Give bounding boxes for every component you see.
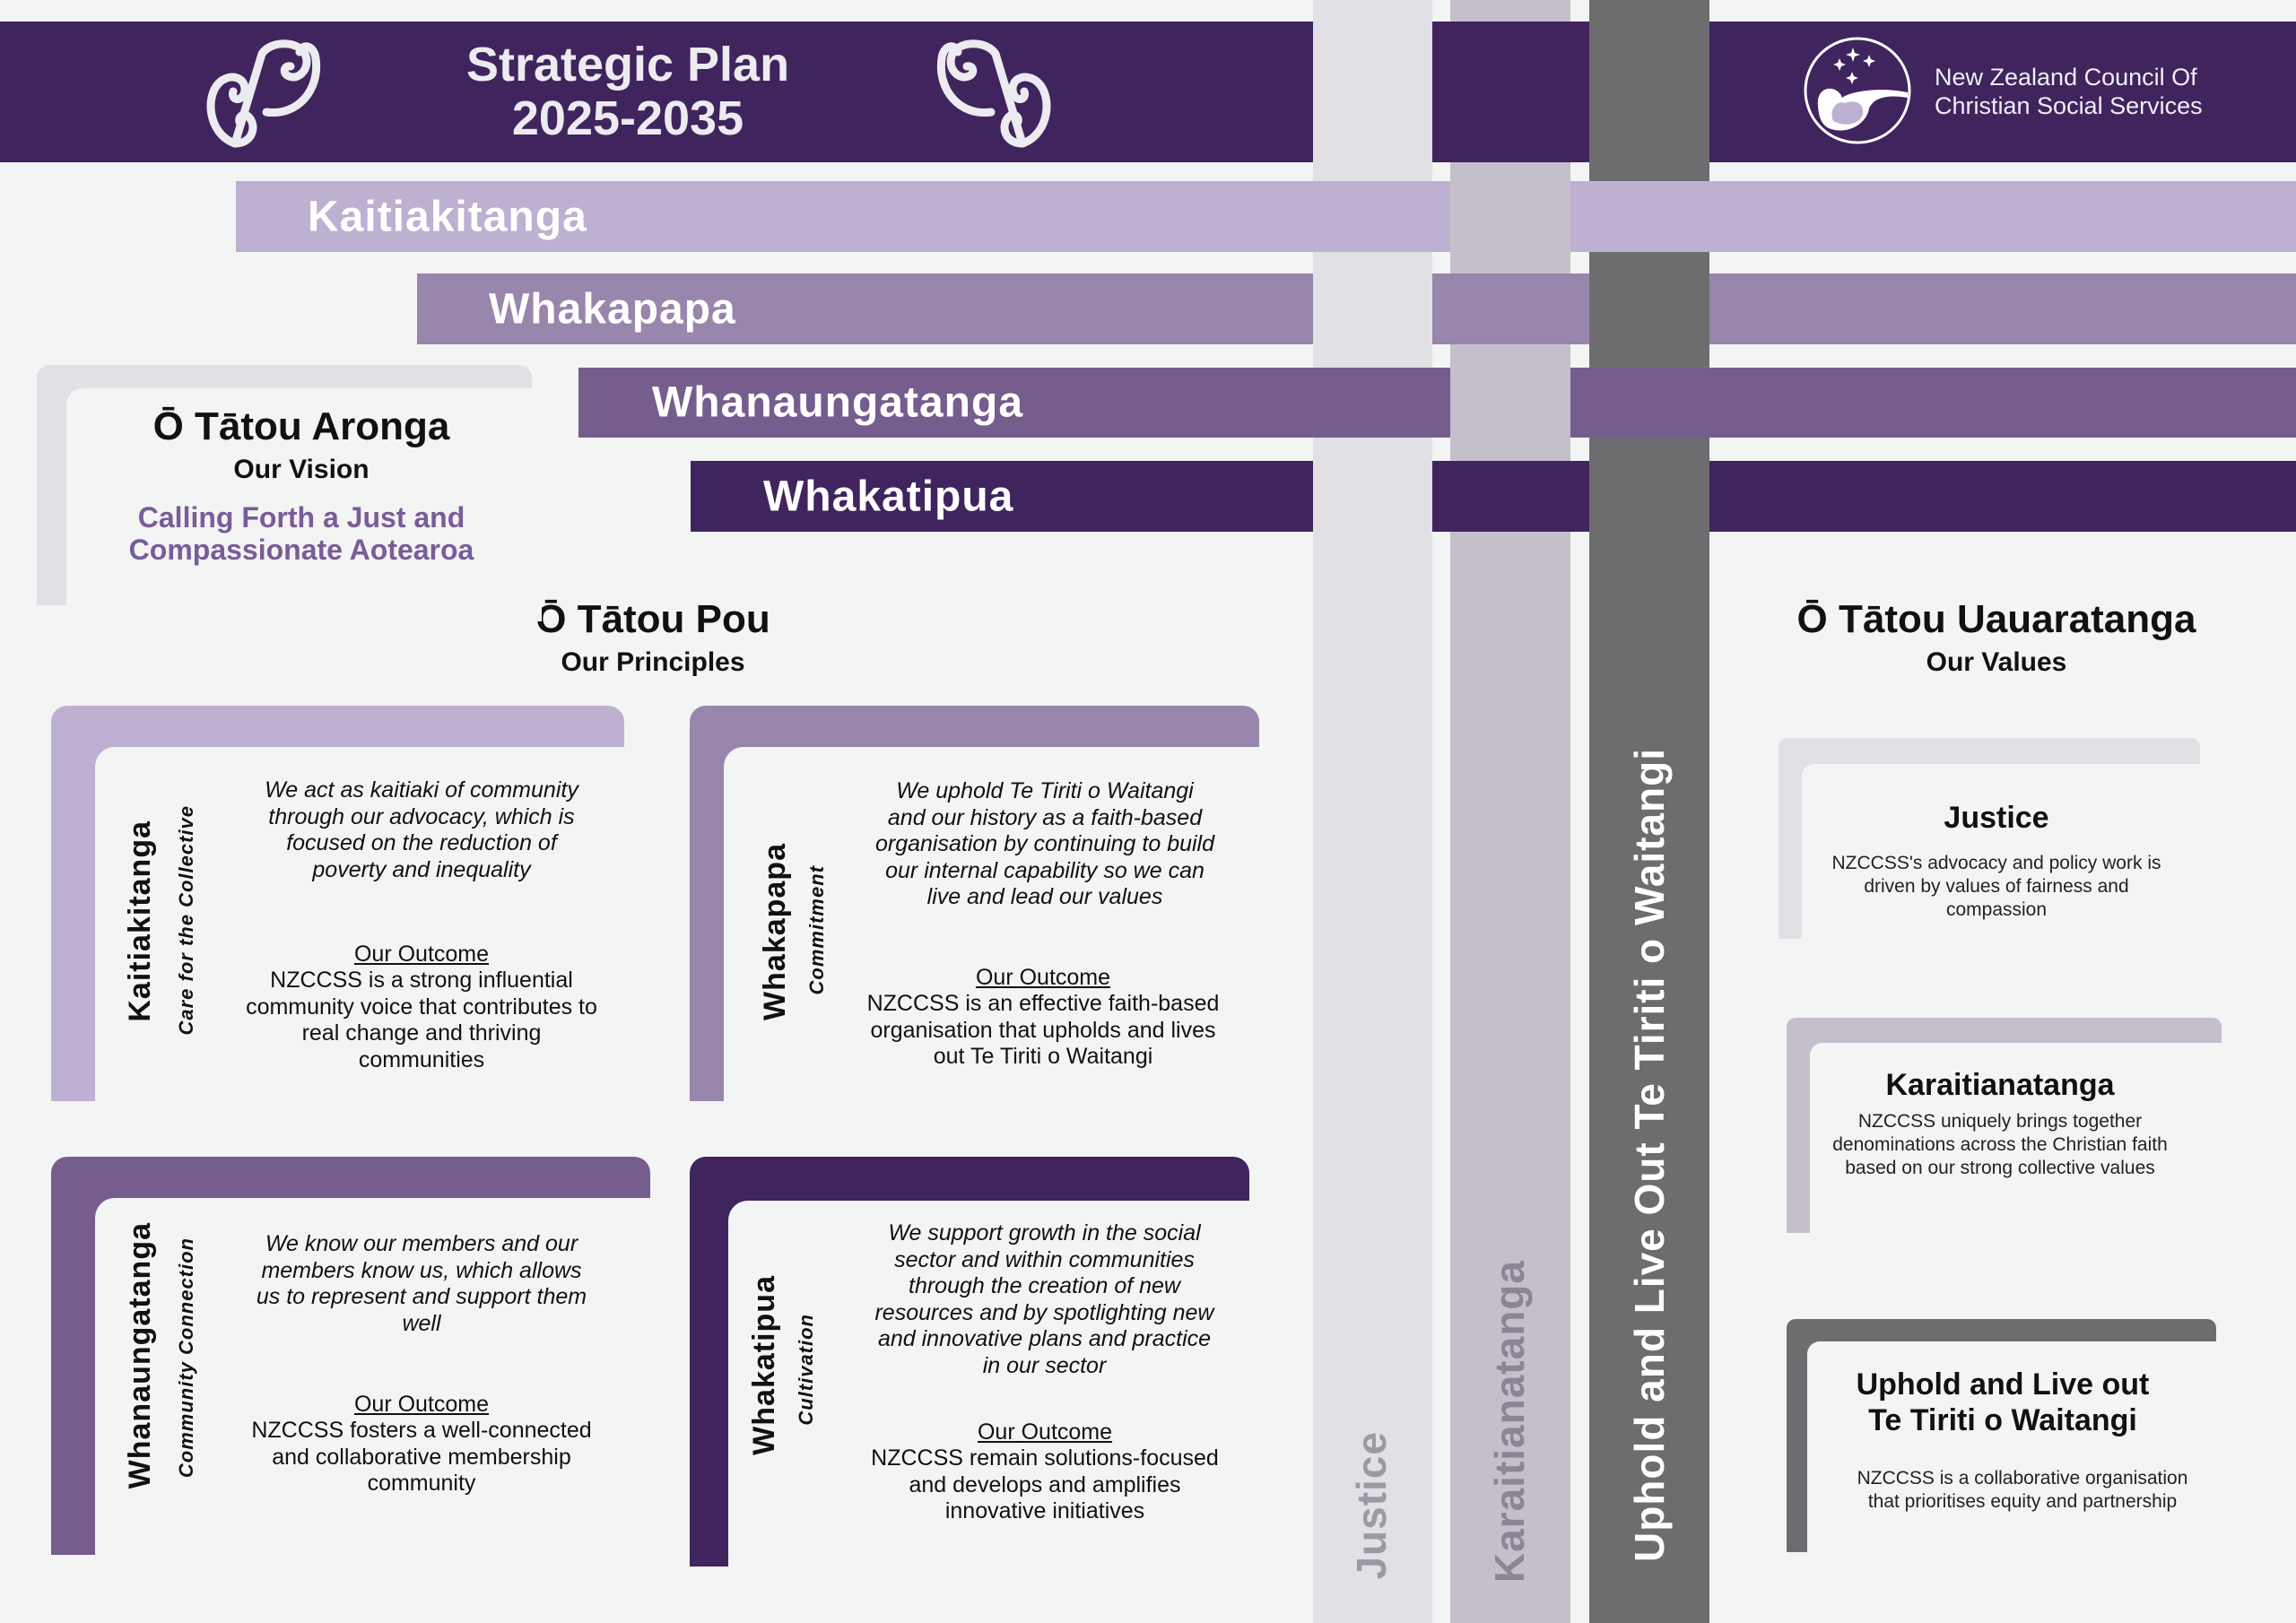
band-kaitiakitanga: Kaitiakitanga: [236, 181, 2296, 252]
principle-outcome: NZCCSS remain solutions-focused and deve…: [871, 1445, 1219, 1523]
principle-description: We uphold Te Tiriti o Waitangi and our h…: [874, 778, 1215, 909]
header-band: [0, 22, 2296, 162]
principles-title: Ō Tātou Pou: [535, 597, 770, 641]
principle-card-body: [728, 1201, 1266, 1586]
principle-card-body: [95, 747, 633, 1115]
principle-card-body: [95, 1198, 660, 1575]
koru-ornament-icon: [924, 27, 1058, 152]
principle-outcome: NZCCSS is a strong influential community…: [246, 968, 597, 1072]
column-karaitianatanga: [1450, 0, 1570, 1623]
outcome-label: Our Outcome: [353, 942, 490, 967]
koru-ornament-icon: [199, 27, 334, 152]
column-label-karaitianatanga: Karaitianatanga: [1486, 1259, 1533, 1583]
values-subtitle: Our Values: [1926, 647, 2067, 677]
value-text: NZCCSS uniquely brings together denomina…: [1832, 1111, 2168, 1178]
column-uphold: [1589, 0, 1709, 1623]
principle-name: Kaitiakitanga: [123, 820, 157, 1022]
value-card-body: [1810, 1043, 2240, 1249]
principle-description: We support growth in the social sector a…: [874, 1220, 1214, 1378]
principle-card-body: [724, 747, 1262, 1115]
principle-tagline: Community Connection: [175, 1237, 197, 1479]
weave-overlap: [1589, 461, 1709, 532]
principle-outcome: NZCCSS is an effective faith-based organ…: [866, 991, 1220, 1069]
weave-overlap: [1313, 461, 1432, 532]
principle-tagline: Care for the Collective: [175, 805, 197, 1036]
value-title-line: Uphold and Live out: [1856, 1367, 2150, 1402]
principle-description: We act as kaitiaki of community through …: [265, 777, 578, 882]
band-label: Whakatipua: [763, 473, 1014, 520]
value-card-body: [1807, 1341, 2229, 1566]
principle-tagline: Commitment: [805, 865, 828, 995]
principle-name: Whakatipua: [747, 1275, 781, 1455]
weave-overlap: [1589, 273, 1709, 344]
principles-subtitle: Our Principles: [561, 647, 745, 677]
outcome-label: Our Outcome: [975, 965, 1111, 990]
value-title: Karaitianatanga: [1885, 1068, 2115, 1102]
nzccss-logo: [1802, 35, 1913, 146]
band-whakatipua: Whakatipua: [691, 461, 2296, 532]
band-label: Kaitiakitanga: [308, 193, 587, 240]
value-title: Justice: [1944, 801, 2049, 835]
band-label: Whakapapa: [489, 285, 736, 333]
value-text: NZCCSS's advocacy and policy work is dri…: [1831, 853, 2161, 920]
principle-outcome: NZCCSS fosters a well-connected and coll…: [251, 1418, 592, 1496]
page-title: Strategic Plan 2025-2035: [404, 38, 852, 145]
weave-overlap: [1589, 22, 1709, 162]
band-whanaungatanga: Whanaungatanga: [578, 368, 2296, 438]
band-label: Whanaungatanga: [652, 378, 1024, 427]
value-title: Uphold and Live out Te Tiriti o Waitangi: [1823, 1367, 2182, 1438]
principle-name: Whanaungatanga: [123, 1222, 157, 1489]
vision-line: Calling Forth a Just and: [137, 501, 465, 534]
vision-title: Ō Tātou Aronga: [152, 404, 450, 448]
vision-line: Compassionate Aotearoa: [128, 534, 474, 566]
vision-card: Ō Tātou Aronga Our Vision Calling Forth …: [66, 388, 542, 621]
outcome-label: Our Outcome: [353, 1392, 490, 1417]
column-label-justice: Justice: [1348, 1431, 1395, 1580]
vision-statement: Calling Forth a Just and Compassionate A…: [66, 501, 536, 566]
principle-tagline: Cultivation: [795, 1314, 817, 1426]
value-text: NZCCSS is a collaborative organisation t…: [1857, 1468, 2188, 1512]
weave-overlap: [1313, 273, 1432, 344]
org-name: New Zealand Council Of Christian Social …: [1935, 63, 2203, 120]
outcome-label: Our Outcome: [977, 1419, 1113, 1445]
weave-overlap: [1450, 181, 1570, 252]
value-card-body: [1802, 764, 2223, 952]
weave-overlap: [1313, 22, 1432, 162]
org-name-line: New Zealand Council Of: [1935, 64, 2197, 91]
value-title-line: Te Tiriti o Waitangi: [1868, 1403, 2137, 1437]
column-justice: [1313, 0, 1432, 1623]
values-title: Ō Tātou Uauaratanga: [1796, 597, 2196, 641]
title-line: Strategic Plan: [465, 38, 790, 91]
weave-overlap: [1450, 368, 1570, 438]
title-year: 2025-2035: [511, 91, 744, 145]
vision-subtitle: Our Vision: [233, 455, 370, 484]
org-name-line: Christian Social Services: [1935, 92, 2203, 119]
principle-description: We know our members and our members know…: [256, 1231, 587, 1336]
column-label-uphold: Uphold and Live Out Te Tiriti o Waitangi: [1626, 747, 1673, 1562]
principle-name: Whakapapa: [758, 843, 792, 1020]
